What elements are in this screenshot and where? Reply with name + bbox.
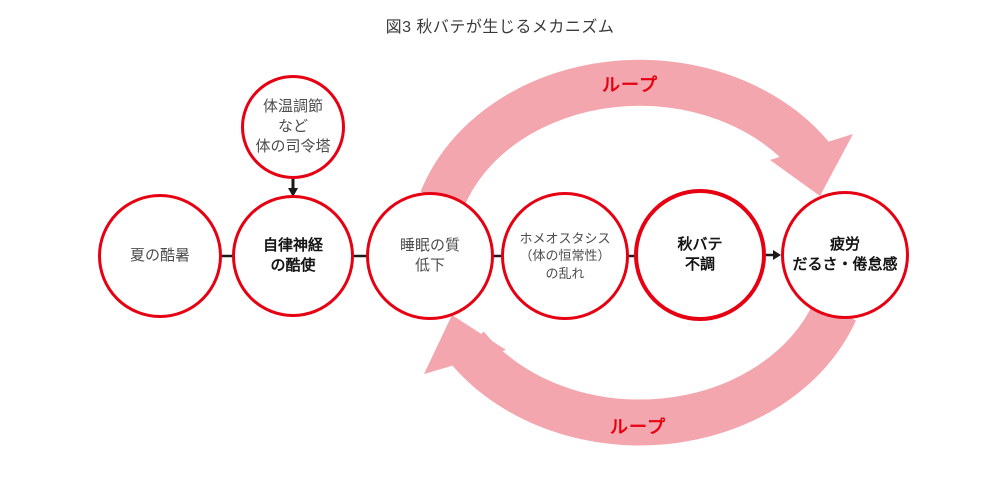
loop-arrow-top-band <box>420 59 832 209</box>
node-sleep-quality-label: 睡眠の質 低下 <box>400 236 460 276</box>
node-sleep-quality: 睡眠の質 低下 <box>366 192 494 320</box>
node-label-line: 夏の酷暑 <box>129 247 190 265</box>
node-summer-heat: 夏の酷暑 <box>98 194 222 318</box>
node-label-line: 自律神経 <box>262 237 323 255</box>
node-command-center: 体温調節 など 体の司令塔 <box>241 75 345 179</box>
node-autonomic-overuse-label: 自律神経 の酷使 <box>263 236 323 276</box>
node-command-center-label: 体温調節 など 体の司令塔 <box>255 97 330 156</box>
loop-top-arrowhead-icon <box>770 134 853 196</box>
loop-label-top: ループ <box>602 75 658 95</box>
loop-arrow-bottom-band <box>448 301 856 446</box>
node-label-line: 睡眠の質 <box>399 237 460 255</box>
loop-bottom-arrowhead-icon <box>424 315 506 374</box>
node-label-line: 体の司令塔 <box>255 137 331 155</box>
loop-label-bottom: ループ <box>610 417 666 437</box>
node-label-line: （体の恒常性） <box>519 248 611 264</box>
node-label-line: 低下 <box>414 257 445 274</box>
node-label-line: など <box>277 118 308 136</box>
node-label-line: の乱れ <box>545 265 585 281</box>
node-label-line: 体温調節 <box>262 98 323 116</box>
node-label-line: 疲労 <box>829 236 860 254</box>
down-arrow-head-icon <box>288 188 298 197</box>
node-label-line: ホメオスタシス <box>519 231 611 247</box>
right-arrow-head-icon <box>773 250 781 260</box>
node-homeostasis: ホメオスタシス （体の恒常性） の乱れ <box>501 192 629 320</box>
node-autonomic-overuse: 自律神経 の酷使 <box>232 195 354 317</box>
figure-title: 図3 秋バテが生じるメカニズム <box>385 19 615 36</box>
node-label-line: だるさ・倦怠感 <box>792 256 898 273</box>
node-label-line: の酷使 <box>270 257 316 274</box>
node-autumn-fatigue-label: 秋バテ 不調 <box>677 235 722 275</box>
node-autumn-fatigue: 秋バテ 不調 <box>634 189 766 321</box>
node-homeostasis-label: ホメオスタシス （体の恒常性） の乱れ <box>519 230 610 281</box>
node-fatigue-symptoms-label: 疲労 だるさ・倦怠感 <box>792 235 897 275</box>
node-label-line: 秋バテ <box>677 236 723 254</box>
node-fatigue-symptoms: 疲労 だるさ・倦怠感 <box>781 191 909 319</box>
node-summer-heat-label: 夏の酷暑 <box>130 246 190 266</box>
node-label-line: 不調 <box>684 256 715 273</box>
